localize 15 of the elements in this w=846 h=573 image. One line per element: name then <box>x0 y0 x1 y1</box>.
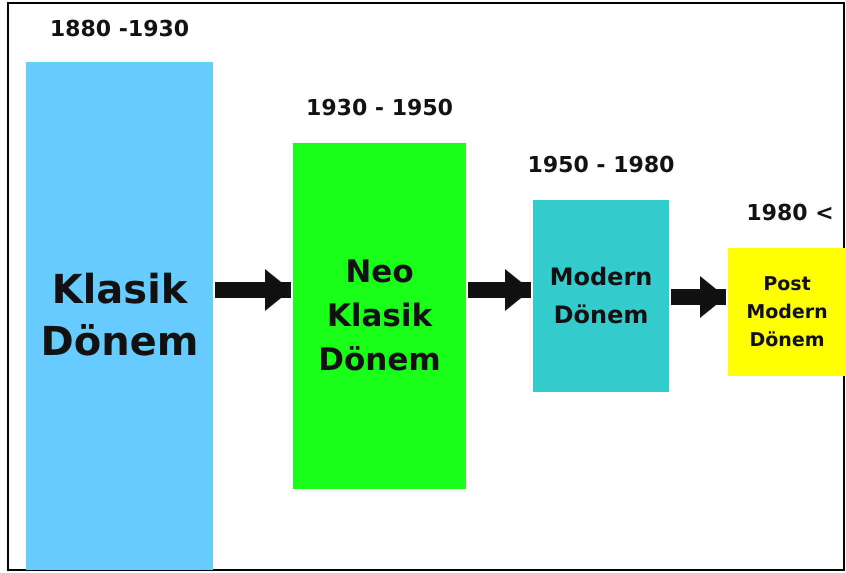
period-name: Neo Klasik Dönem <box>317 253 442 380</box>
arrow <box>671 276 726 318</box>
period-name: Klasik Dönem <box>40 266 200 367</box>
period-box <box>728 248 846 376</box>
arrow <box>468 269 531 311</box>
period-name: Post Modern Dönem <box>745 272 829 353</box>
period-box <box>533 200 669 392</box>
period-box <box>293 143 466 489</box>
year-range: 1880 -1930 <box>50 16 190 44</box>
year-range: 1950 - 1980 <box>528 152 674 180</box>
period-box <box>26 62 213 570</box>
arrow <box>215 269 291 311</box>
year-range: 1980 < <box>746 200 834 228</box>
year-range: 1930 - 1950 <box>306 95 453 123</box>
period-name: Modern Dönem <box>548 262 654 331</box>
